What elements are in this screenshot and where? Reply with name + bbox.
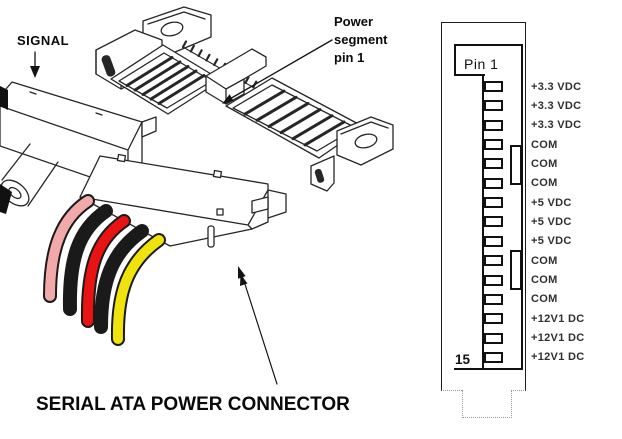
wire-pink [45,196,93,301]
foot-slot [314,168,325,183]
pin-square-14 [484,332,503,344]
caption-arrow [242,277,278,385]
figure-caption: SERIAL ATA POWER CONNECTOR [36,394,350,415]
power-cable-connector-drawing [79,153,287,248]
pin-square-6 [484,177,503,189]
power-segment-arrow [227,39,333,101]
pin1-nook [453,44,485,76]
wire-yellow [112,235,164,344]
pin-column-spine [481,76,484,370]
pin-square-13 [484,313,503,325]
power-wires [43,194,166,346]
pin-square-12 [484,293,503,305]
mounting-hole-left [160,21,184,37]
wire-red [82,216,129,326]
pin-square-9 [484,235,503,247]
pin-label-11: COM [531,274,558,286]
pin-square-8 [484,216,503,228]
pin1-label: Pin 1 [464,56,499,72]
annotation-arrows [30,39,333,385]
pin-label-6: COM [531,177,558,190]
pin-square-11 [484,274,503,286]
pinout-bottom-tab [462,389,512,418]
key-notch-1 [509,144,522,185]
pinout-inner-body [481,44,523,370]
pin-square-4 [484,139,503,151]
bracket-slot [101,55,116,77]
wire-black1 [64,206,111,314]
pin-label-2: +3.3 VDC [531,99,582,112]
pin-label-13: +12V1 DC [531,312,585,325]
power-segment-pin1-label: Power segment pin 1 [334,14,388,65]
pin-square-7 [484,197,503,209]
pin-label-10: COM [531,254,558,267]
pin-square-3 [484,119,503,131]
pin-square-15 [484,351,503,363]
key-notch-2 [509,249,522,290]
pin-label-4: COM [531,138,558,151]
pin-label-8: +5 VDC [531,215,572,228]
pin-label-14: +12V1 DC [531,332,585,345]
signal-label: SIGNAL [17,33,70,48]
pin-square-1 [484,81,503,92]
pin-label-1: +3.3 VDC [531,80,582,93]
mounting-hole-right [354,133,378,149]
pinout-inner-bottom-line [453,367,485,370]
pin-square-10 [484,255,503,267]
pin-square-5 [484,158,503,170]
pin-label-7: +5 VDC [531,196,572,209]
pin-label-5: COM [531,157,558,170]
pin-label-15: +12V1 DC [531,351,585,364]
wire-black2 [96,226,147,332]
pin-label-3: +3.3 VDC [531,119,582,132]
pin-label-9: +5 VDC [531,235,572,248]
pin15-label: 15 [455,352,471,367]
pin-square-2 [484,100,503,112]
pin-label-12: COM [531,293,558,306]
